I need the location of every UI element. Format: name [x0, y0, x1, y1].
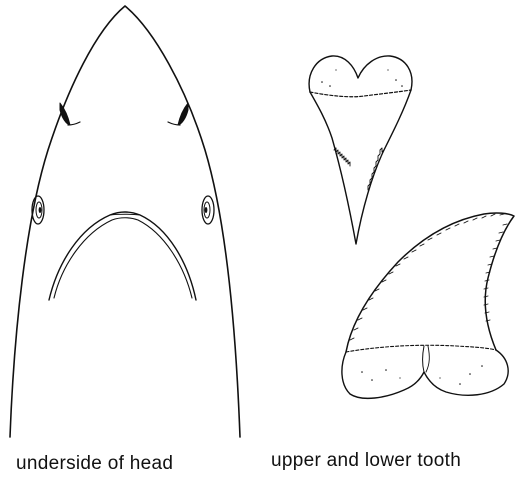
teeth-caption: upper and lower tooth [271, 450, 461, 472]
lower-tooth-blade [346, 213, 514, 352]
lower-tooth-root [342, 350, 508, 398]
head-caption: underside of head [16, 453, 173, 475]
